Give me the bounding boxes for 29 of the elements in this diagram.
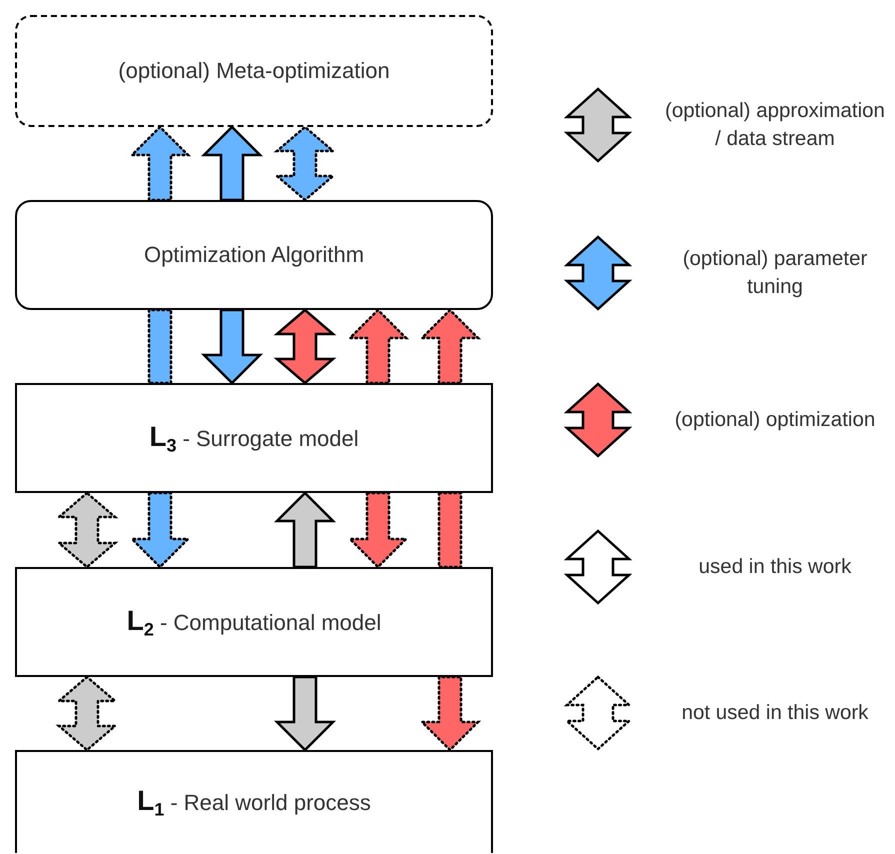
legend-label: used in this work — [698, 554, 852, 580]
block-arrow — [274, 491, 336, 568]
process-box — [15, 200, 493, 310]
block-arrow — [148, 308, 172, 384]
legend-label: (optional) optimization — [674, 407, 876, 434]
legend-label: (optional) parameter tuning — [682, 246, 868, 300]
block-arrow — [274, 308, 336, 385]
block-arrow — [200, 308, 264, 385]
block-arrow — [128, 125, 192, 202]
block-arrow — [418, 308, 482, 384]
block-arrow — [274, 125, 336, 202]
process-box — [15, 567, 493, 677]
block-arrow — [274, 676, 336, 752]
node-label: Optimization Algorithm — [144, 242, 364, 268]
node-label: (optional) Meta-optimization — [118, 58, 390, 84]
block-arrow — [346, 308, 410, 384]
block-arrow — [438, 492, 462, 568]
node-label: L$_{3}$ - Surrogate model — [149, 420, 359, 456]
block-arrow — [56, 675, 118, 752]
process-box — [15, 383, 493, 493]
node-label: L$_{2}$ - Computational model — [126, 604, 382, 640]
legend-label: not used in this work — [680, 700, 870, 726]
block-arrow — [200, 125, 264, 202]
dashed-box — [15, 15, 493, 127]
process-box — [15, 750, 493, 853]
node-label: L$_{1}$ - Real world process — [137, 784, 371, 821]
block-arrow — [56, 491, 118, 569]
block-arrow — [418, 676, 482, 752]
legend-label: (optional) approximation / data stream — [664, 98, 886, 152]
